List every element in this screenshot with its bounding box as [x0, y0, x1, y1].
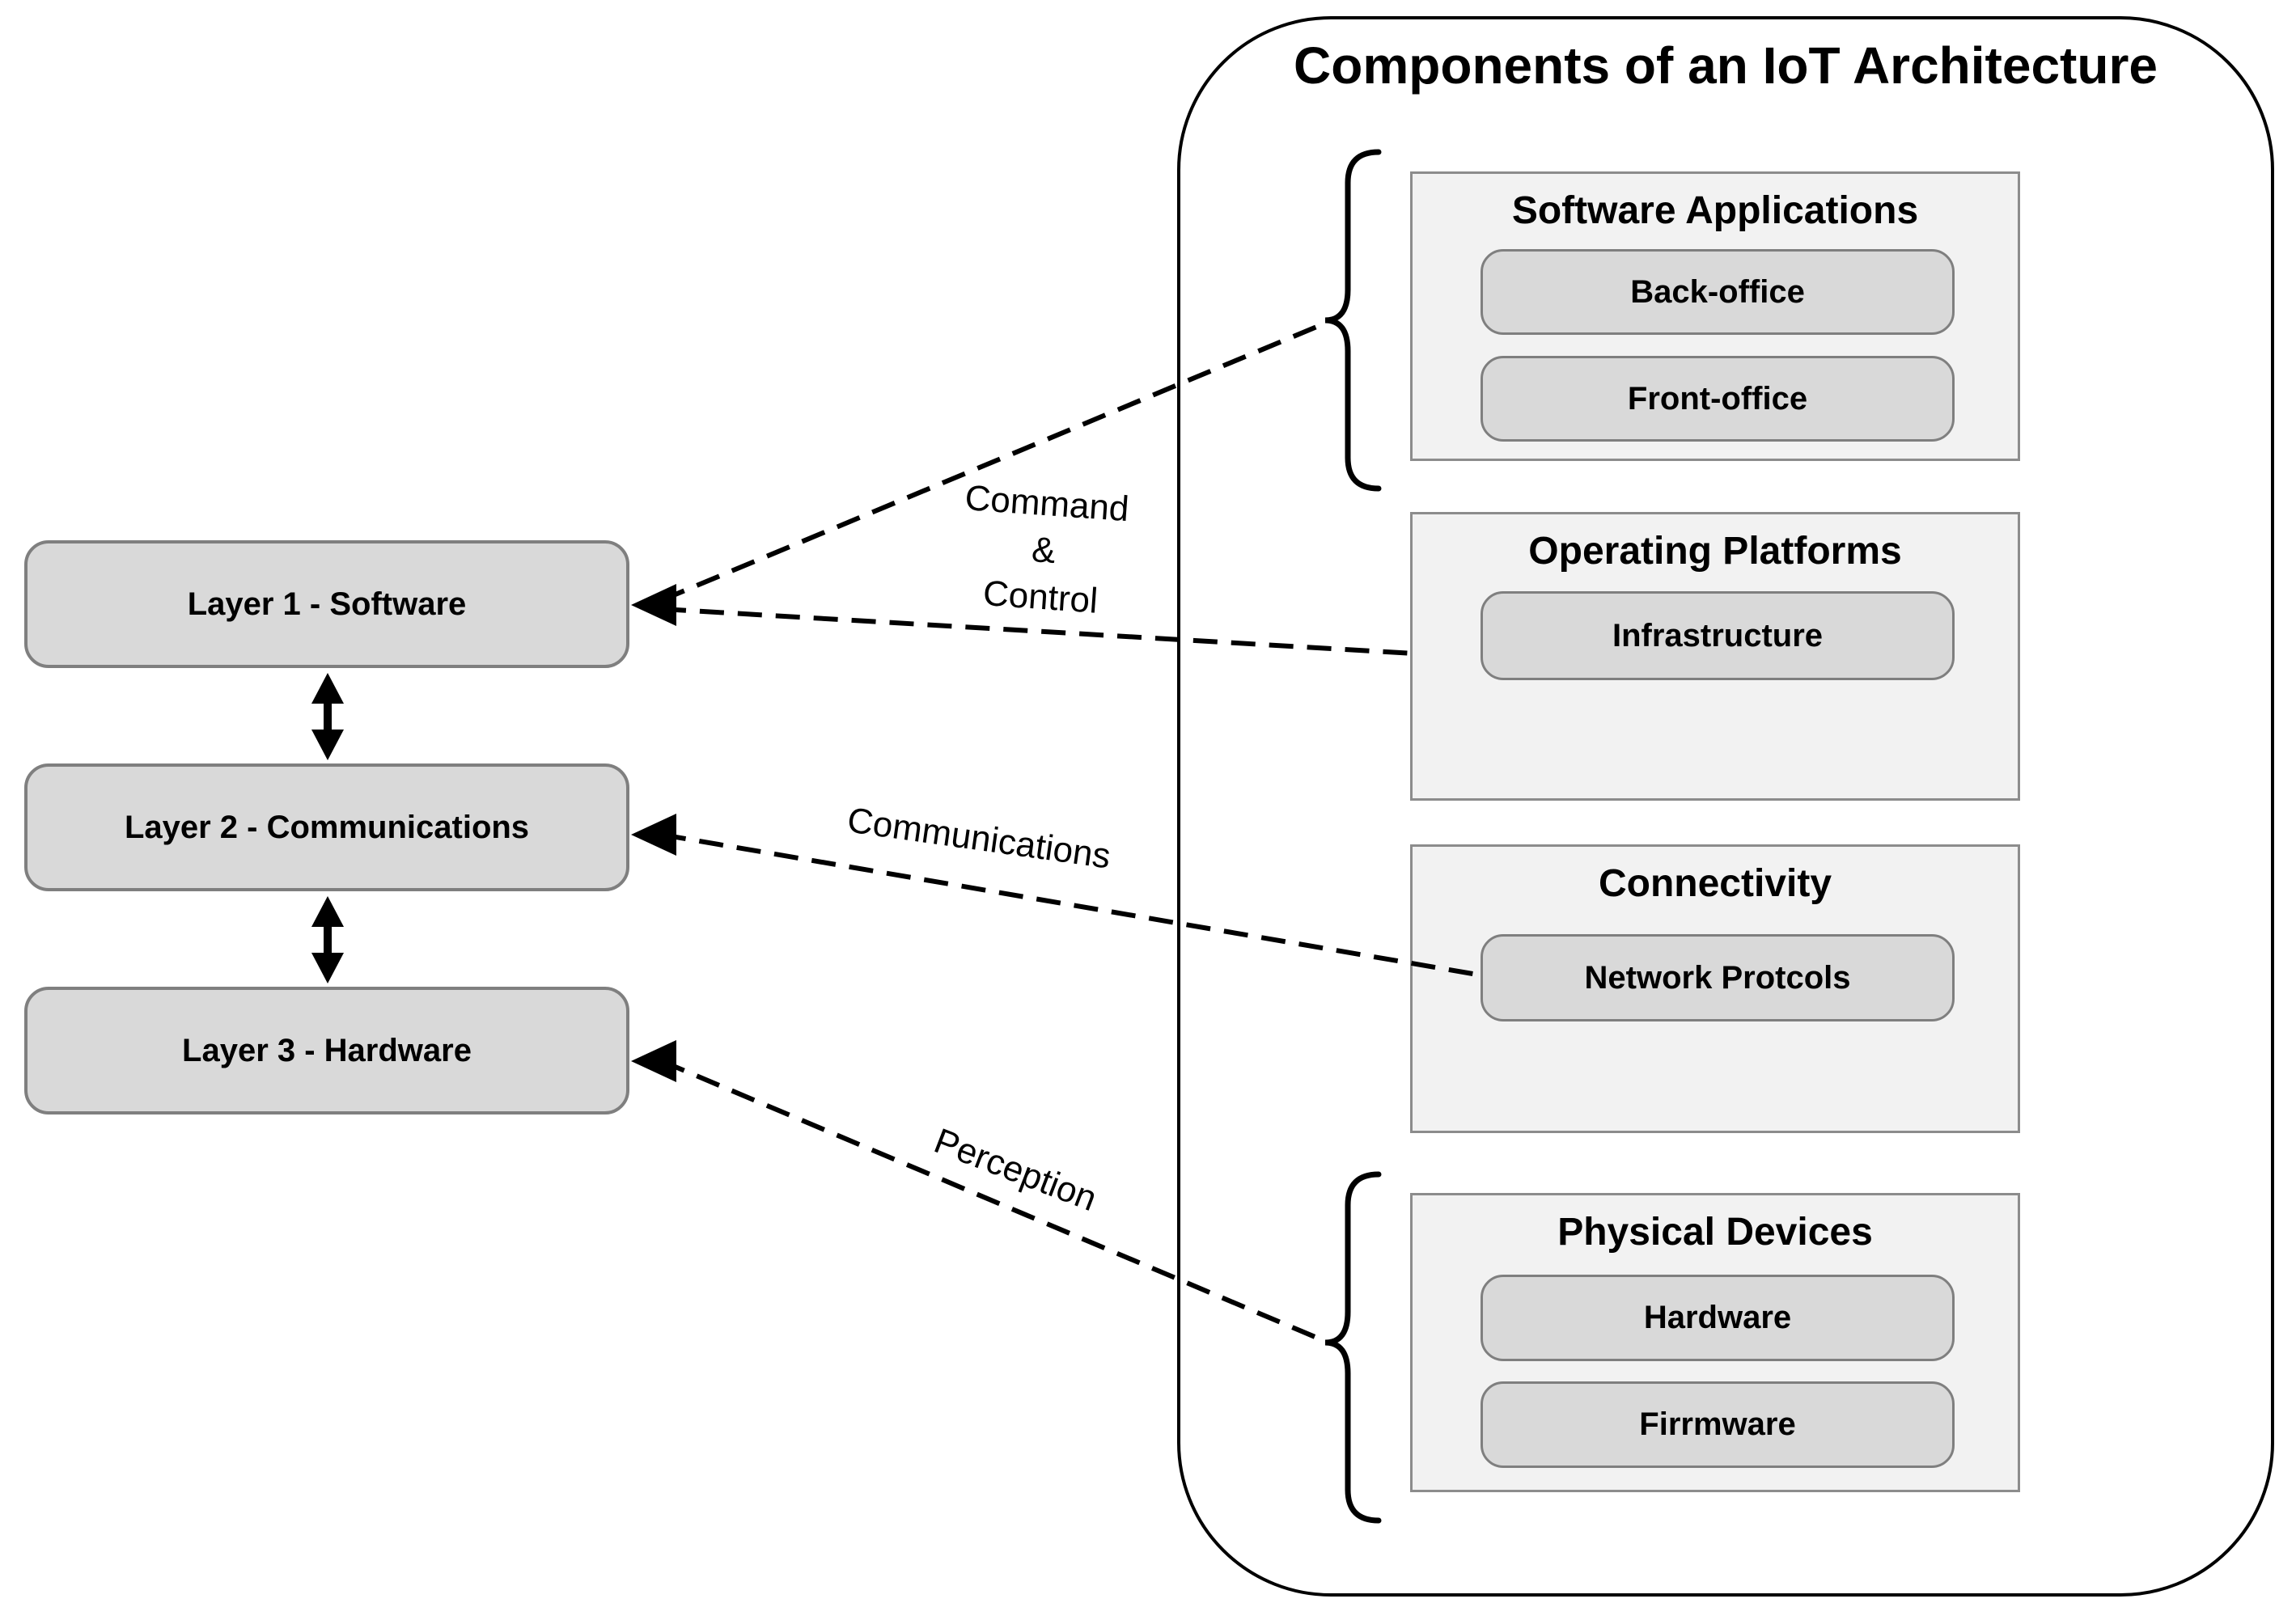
hardware-label: Hardware — [1643, 1300, 1792, 1335]
front-office-box: Front-office — [1481, 356, 1955, 442]
physical-devices-panel: Physical Devices Hardware Firrmware — [1410, 1193, 2020, 1492]
infrastructure-label: Infrastructure — [1612, 617, 1824, 653]
software-applications-panel: Software Applications Back-office Front-… — [1410, 171, 2020, 461]
layer-3-hardware-box: Layer 3 - Hardware — [24, 987, 629, 1114]
perception-label: Perception — [929, 1120, 1103, 1220]
firmware-label: Firrmware — [1639, 1406, 1796, 1442]
communications-label: Communications — [845, 800, 1113, 877]
components-container-outline — [1177, 16, 2274, 1597]
software-applications-title: Software Applications — [1511, 189, 1919, 232]
layer-1-software-box: Layer 1 - Software — [24, 540, 629, 668]
diagram-title: Components of an IoT Architecture — [1294, 36, 2158, 95]
arrowhead-layer2 — [631, 814, 676, 856]
connectivity-panel: Connectivity Network Protcols — [1410, 844, 2020, 1133]
operating-platforms-panel: Operating Platforms Infrastructure — [1410, 512, 2020, 801]
double-arrow-1-head-down — [311, 730, 344, 760]
firmware-box: Firrmware — [1481, 1381, 1955, 1468]
back-office-label: Back-office — [1630, 273, 1805, 310]
network-protocols-label: Network Protcols — [1584, 959, 1851, 996]
layer-2-communications-box: Layer 2 - Communications — [24, 763, 629, 891]
back-office-box: Back-office — [1481, 249, 1955, 335]
double-arrow-1-head-up — [311, 673, 344, 704]
hardware-box: Hardware — [1481, 1275, 1955, 1361]
network-protocols-box: Network Protcols — [1481, 934, 1955, 1021]
command-control-label: Command & Control — [889, 470, 1197, 632]
double-arrow-2-head-up — [311, 896, 344, 927]
connectivity-title: Connectivity — [1598, 862, 1832, 905]
arrowhead-layer3 — [631, 1040, 676, 1082]
operating-platforms-title: Operating Platforms — [1528, 530, 1902, 573]
layer-1-label: Layer 1 - Software — [187, 586, 467, 622]
front-office-label: Front-office — [1627, 380, 1808, 417]
layer-2-label: Layer 2 - Communications — [124, 809, 530, 845]
double-arrow-layer1-layer2 — [311, 673, 344, 760]
layer-3-label: Layer 3 - Hardware — [182, 1032, 472, 1068]
arrowhead-layer1 — [631, 584, 676, 626]
physical-devices-title: Physical Devices — [1557, 1211, 1873, 1254]
double-arrow-2-head-down — [311, 953, 344, 983]
infrastructure-box: Infrastructure — [1481, 591, 1955, 680]
double-arrow-layer2-layer3 — [311, 896, 344, 983]
